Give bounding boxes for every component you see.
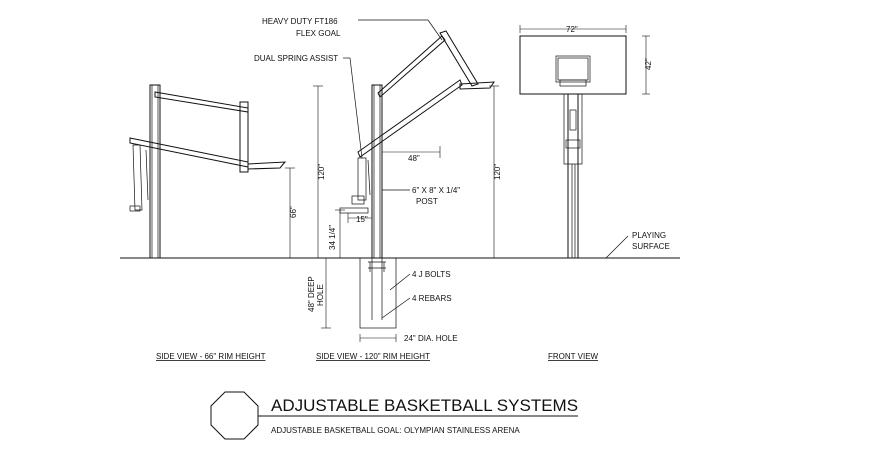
title-octagon	[210, 391, 259, 440]
lower-arm-120	[357, 79, 463, 158]
caption-side-120: SIDE VIEW - 120" RIM HEIGHT	[316, 352, 430, 361]
footing-hole	[359, 257, 397, 329]
dim-120-left: 120"	[317, 164, 326, 180]
post-66	[149, 84, 161, 259]
dim-deep-hole-1: 48" DEEP	[307, 276, 316, 312]
side-view-66: 66"	[129, 84, 298, 259]
label-playing-2: SURFACE	[632, 242, 670, 251]
dim-48: 48"	[408, 154, 420, 163]
caption-front: FRONT VIEW	[548, 352, 599, 361]
title-sub: ADJUSTABLE BASKETBALL GOAL: OLYMPIAN STA…	[271, 426, 520, 435]
caption-side-66: SIDE VIEW - 66" RIM HEIGHT	[156, 352, 266, 361]
label-post-1: 6" X 8" X 1/4"	[412, 186, 460, 195]
dim-15: 15"	[356, 215, 368, 224]
backboard-120	[439, 30, 479, 87]
label-rebars: 4 REBARS	[412, 294, 452, 303]
front-view: 72" 42" PLAYING SURFACE	[519, 25, 670, 259]
rim-66	[247, 161, 287, 170]
label-flex-goal-1: HEAVY DUTY FT186	[262, 17, 338, 26]
front-rim	[559, 79, 587, 87]
dim-deep-hole-2: HOLE	[316, 284, 325, 306]
dim-34: 34 1/4"	[328, 225, 337, 250]
upper-arm-66	[154, 91, 249, 113]
backboard-66	[239, 101, 249, 173]
dim-42: 42"	[644, 58, 653, 70]
side-view-120: 120" 120" 48" 15" 34 1/4" 48" DEEP HOLE …	[254, 17, 502, 343]
upper-arm-120	[377, 35, 446, 98]
front-post	[567, 93, 579, 259]
label-hole-dia: 24" DIA. HOLE	[404, 334, 458, 343]
label-j-bolts: 4 J BOLTS	[412, 270, 451, 279]
dim-72: 72"	[566, 25, 578, 34]
label-playing-1: PLAYING	[632, 231, 666, 240]
rim-120	[459, 81, 495, 90]
label-post-2: POST	[416, 197, 438, 206]
dim-120-right: 120"	[493, 164, 502, 180]
label-spring-assist: DUAL SPRING ASSIST	[254, 54, 338, 63]
label-flex-goal-2: FLEX GOAL	[296, 29, 341, 38]
dim-66: 66"	[289, 206, 298, 218]
front-target-square	[555, 55, 591, 83]
front-backboard	[519, 35, 627, 95]
post-120	[371, 84, 383, 259]
title-main: ADJUSTABLE BASKETBALL SYSTEMS	[271, 396, 578, 415]
lower-arm-66	[129, 137, 249, 168]
